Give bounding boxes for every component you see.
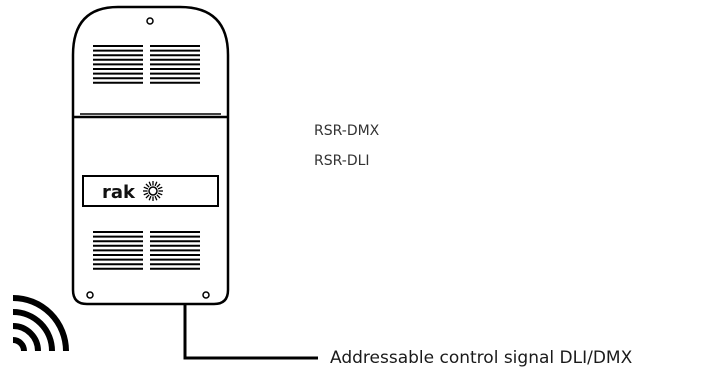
rako-sunburst-logo-icon xyxy=(143,181,163,201)
vent-grille-top xyxy=(93,45,200,84)
sunburst-ray xyxy=(157,186,163,190)
control-cable xyxy=(183,304,318,360)
screw-hole-bottom-left xyxy=(86,291,94,299)
vent-grille-bottom xyxy=(93,231,200,270)
model-label-dmx: RSR-DMX xyxy=(314,123,380,139)
sunburst-ray xyxy=(156,194,161,199)
sunburst-ray xyxy=(157,192,163,196)
sunburst-ray xyxy=(154,195,158,201)
sunburst-ray xyxy=(148,181,152,187)
sunburst-ray xyxy=(145,194,150,199)
sunburst-ray xyxy=(154,181,158,187)
sunburst-ray xyxy=(143,192,149,196)
brand-badge: rak xyxy=(82,175,219,207)
wireless-signal-icon xyxy=(12,295,69,352)
connection-label: Addressable control signal DLI/DMX xyxy=(330,348,633,368)
receiver-enclosure xyxy=(71,5,230,306)
sunburst-ray xyxy=(148,195,152,201)
screw-hole-top xyxy=(146,17,154,25)
model-label-dli: RSR-DLI xyxy=(314,153,370,169)
sunburst-ray xyxy=(145,183,150,188)
sunburst-ray xyxy=(156,183,161,188)
screw-hole-bottom-right xyxy=(202,291,210,299)
sunburst-ray xyxy=(143,186,149,190)
brand-text: rak xyxy=(102,182,136,203)
